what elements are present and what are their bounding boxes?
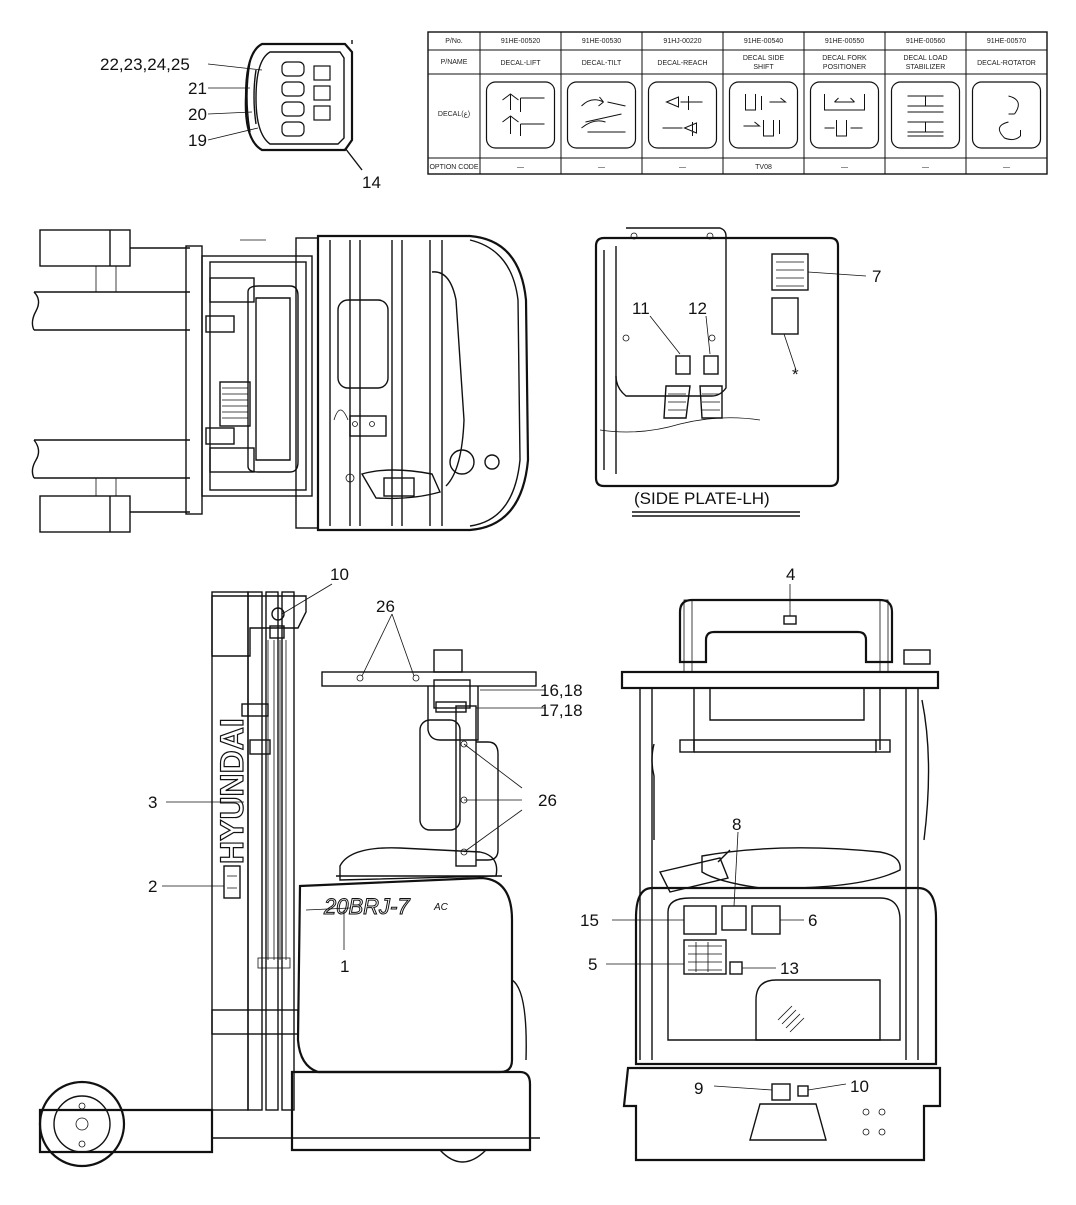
decal-part-name: POSITIONER — [823, 64, 866, 71]
side-plate-title: (SIDE PLATE-LH) — [634, 489, 770, 508]
row-label-option: OPTION CODE — [429, 164, 478, 171]
decal-option-code: — — [922, 164, 929, 171]
callout-9: 9 — [694, 1079, 703, 1098]
callout-5: 5 — [588, 955, 597, 974]
callout-7: 7 — [872, 267, 881, 286]
callout-26-column: 26 — [538, 791, 557, 810]
decal-part-name: DECAL-TILT — [582, 60, 622, 67]
decal-part-name: STABILIZER — [906, 64, 946, 71]
rear-view — [620, 598, 942, 1162]
decal-option-code: — — [841, 164, 848, 171]
reach-decal-icon — [647, 81, 718, 149]
decal-part-name: DECAL-REACH — [657, 60, 707, 67]
decal-part-name: DECAL LOAD — [903, 55, 947, 62]
side-plate-lh: 7 11 12 * (SIDE PLATE-LH) — [594, 227, 881, 517]
callout-19: 19 — [188, 131, 207, 150]
rotator-decal-icon — [971, 81, 1042, 149]
row-label-pno: P/No. — [445, 38, 463, 45]
decal-option-code: — — [679, 164, 686, 171]
decal-part-number: 91HE-00530 — [582, 38, 621, 45]
decal-part-name: DECAL FORK — [822, 55, 867, 62]
callout-13: 13 — [780, 959, 799, 978]
callout-15: 15 — [580, 911, 599, 930]
callout-26-guard: 26 — [376, 597, 395, 616]
callout-4: 4 — [786, 565, 795, 584]
side-view: HYUNDAI 20BRJ-7 AC — [38, 591, 540, 1168]
decal-part-name: SHIFT — [753, 64, 774, 71]
decal-part-name: DECAL-LIFT — [500, 60, 541, 67]
callout-3: 3 — [148, 793, 157, 812]
callout-16-18: 16,18 — [540, 681, 583, 700]
decal-part-number: 91HE-00540 — [744, 38, 783, 45]
load-stabilizer-decal-icon — [890, 81, 961, 149]
model-text: 20BRJ-7 — [323, 894, 410, 919]
control-handle-detail — [244, 40, 363, 171]
callout-20: 20 — [188, 105, 207, 124]
lift-decal-icon — [485, 81, 556, 149]
callout-22-25: 22,23,24,25 — [100, 55, 190, 74]
decal-part-number: 91HE-00570 — [987, 38, 1026, 45]
callout-11: 11 — [632, 299, 650, 318]
callout-12: 12 — [688, 299, 707, 318]
callout-8: 8 — [732, 815, 741, 834]
fork-positioner-decal-icon — [809, 81, 880, 149]
row-label-pname: P/NAME — [441, 59, 468, 66]
decal-part-number: 91HE-00560 — [906, 38, 945, 45]
tilt-decal-icon — [566, 81, 637, 149]
callout-star: * — [792, 365, 799, 384]
decal-part-number: 91HJ-00220 — [663, 38, 701, 45]
brand-text: HYUNDAI — [214, 718, 250, 864]
callout-6: 6 — [808, 911, 817, 930]
top-view — [31, 229, 530, 533]
callout-1: 1 — [340, 957, 349, 976]
handle-buttons — [281, 61, 331, 137]
decal-option-code: — — [1003, 164, 1010, 171]
callout-10-rear: 10 — [850, 1077, 869, 1096]
decal-option-code: TV08 — [755, 164, 772, 171]
decal-part-number: 91HE-00520 — [501, 38, 540, 45]
callout-2: 2 — [148, 877, 157, 896]
decal-table: P/No. P/NAME DECAL(ع) OPTION CODE 91HE-00520… — [427, 31, 1048, 175]
model-suffix: AC — [433, 902, 449, 913]
decal-option-code: — — [598, 164, 605, 171]
callout-21: 21 — [188, 79, 207, 98]
decal-option-code: — — [517, 164, 524, 171]
side-shift-decal-icon — [728, 81, 799, 149]
callout-17-18: 17,18 — [540, 701, 583, 720]
decal-part-number: 91HE-00550 — [825, 38, 864, 45]
decal-part-name: DECAL-ROTATOR — [977, 60, 1036, 67]
row-label-decal: DECAL(ع) — [438, 111, 470, 118]
decal-part-name: DECAL SIDE — [743, 55, 785, 62]
callout-14: 14 — [362, 173, 381, 192]
callout-10-mast: 10 — [330, 565, 349, 584]
